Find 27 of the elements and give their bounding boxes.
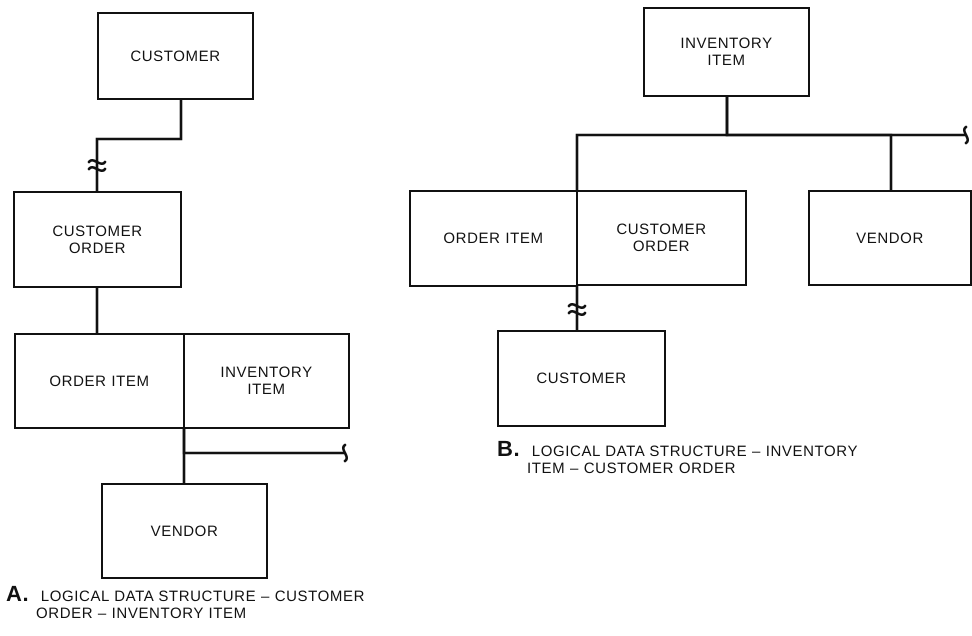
entity-name: VENDOR: [856, 230, 924, 246]
entity-name: CUSTOMER ORDER: [615, 221, 708, 255]
entity-box: [576, 190, 747, 286]
entity-box: [14, 333, 185, 429]
figure-caption: B. LOGICAL DATA STRUCTURE – INVENTORY ITEM – CUSTOMER ORDER: [497, 440, 859, 477]
figure-caption: A. LOGICAL DATA STRUCTURE – CUSTOMER ORDER – INVENTORY ITEM: [6, 585, 366, 622]
entity-box: [409, 190, 578, 287]
entity-name: VENDOR: [150, 522, 218, 540]
entity-box: [97, 12, 254, 100]
connector-line: [182, 429, 348, 462]
entity-name: CUSTOMER: [536, 370, 627, 387]
entity-box: [101, 483, 268, 579]
entity-name: INVENTORY ITEM: [679, 35, 774, 69]
entity-name: CUSTOMER: [130, 48, 221, 64]
entity-box: [643, 7, 810, 97]
entity-name: ORDER ITEM: [443, 230, 544, 247]
entity-name: INVENTORY ITEM: [219, 364, 314, 398]
connector-line: [576, 286, 578, 330]
connector-line: [96, 100, 182, 191]
entity-box: [808, 190, 972, 286]
entity-box: [13, 191, 182, 288]
entity-name: ORDER ITEM: [49, 372, 150, 390]
entity-box: [497, 330, 666, 427]
entity-name: CUSTOMER ORDER: [51, 222, 144, 256]
connector-line: [726, 97, 969, 144]
connector-line: [96, 288, 98, 333]
entity-box: [183, 333, 350, 429]
